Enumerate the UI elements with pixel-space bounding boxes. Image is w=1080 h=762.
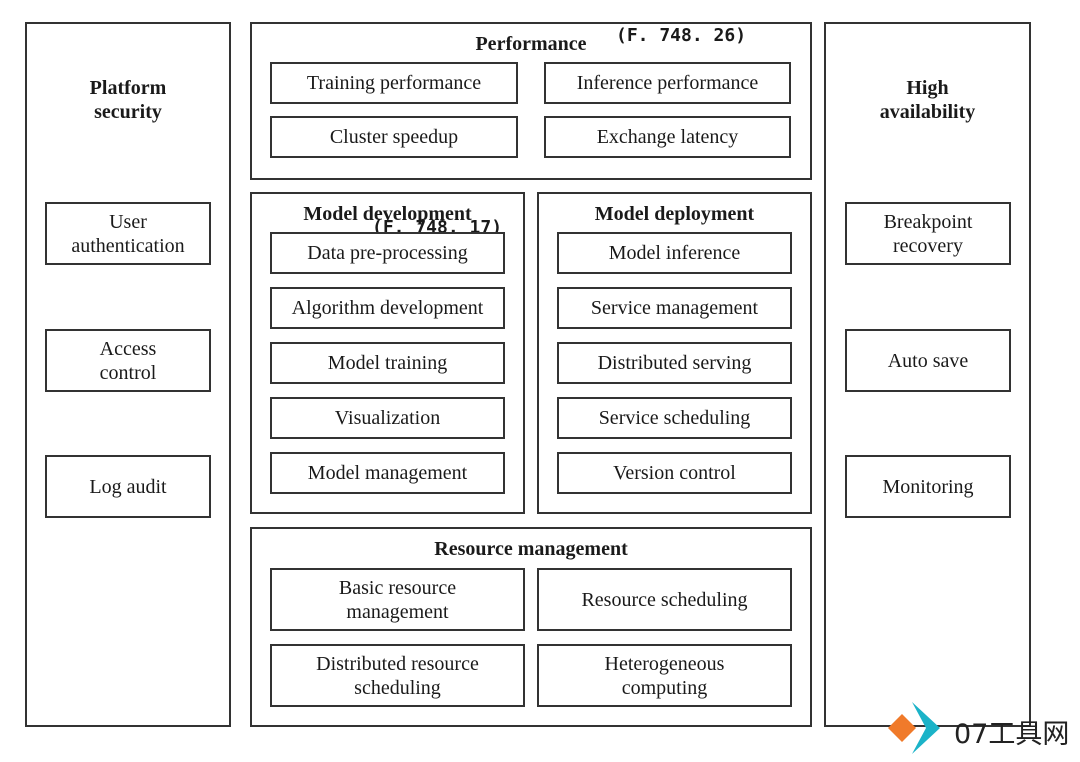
platform-security-title: Platform security bbox=[89, 77, 167, 123]
auto-save-box: Auto save bbox=[845, 329, 1011, 392]
training-performance-box: Training performance bbox=[270, 62, 518, 104]
watermark-teal-shape bbox=[912, 702, 940, 754]
data-preprocessing-box: Data pre-processing bbox=[270, 232, 505, 274]
monitoring-box: Monitoring bbox=[845, 455, 1011, 518]
breakpoint-recovery-box: Breakpoint recovery bbox=[845, 202, 1011, 265]
performance-title: Performance bbox=[475, 33, 587, 55]
model-training-box: Model training bbox=[270, 342, 505, 384]
model-management-box: Model management bbox=[270, 452, 505, 494]
heterogeneous-computing-box: Heterogeneous computing bbox=[537, 644, 792, 707]
user-authentication-box: User authentication bbox=[45, 202, 211, 265]
model-inference-box: Model inference bbox=[557, 232, 792, 274]
watermark-logo-icon bbox=[888, 702, 940, 754]
visualization-box: Visualization bbox=[270, 397, 505, 439]
service-scheduling-box: Service scheduling bbox=[557, 397, 792, 439]
resource-scheduling-box: Resource scheduling bbox=[537, 568, 792, 631]
watermark-text: 07工具网 bbox=[954, 719, 1070, 750]
exchange-latency-box: Exchange latency bbox=[544, 116, 791, 158]
version-control-box: Version control bbox=[557, 452, 792, 494]
cluster-speedup-box: Cluster speedup bbox=[270, 116, 518, 158]
inference-performance-box: Inference performance bbox=[544, 62, 791, 104]
model-development-title: Model development bbox=[303, 203, 472, 225]
log-audit-box: Log audit bbox=[45, 455, 211, 518]
basic-resource-management-box: Basic resource management bbox=[270, 568, 525, 631]
performance-reference: (F. 748. 26) bbox=[616, 25, 747, 46]
distributed-resource-scheduling-box: Distributed resource scheduling bbox=[270, 644, 525, 707]
high-availability-title: High availability bbox=[879, 77, 976, 123]
model-deployment-title: Model deployment bbox=[594, 203, 755, 225]
watermark-orange-diamond bbox=[888, 714, 916, 742]
access-control-box: Access control bbox=[45, 329, 211, 392]
algorithm-development-box: Algorithm development bbox=[270, 287, 505, 329]
resource-management-title: Resource management bbox=[434, 538, 628, 560]
distributed-serving-box: Distributed serving bbox=[557, 342, 792, 384]
service-management-box: Service management bbox=[557, 287, 792, 329]
